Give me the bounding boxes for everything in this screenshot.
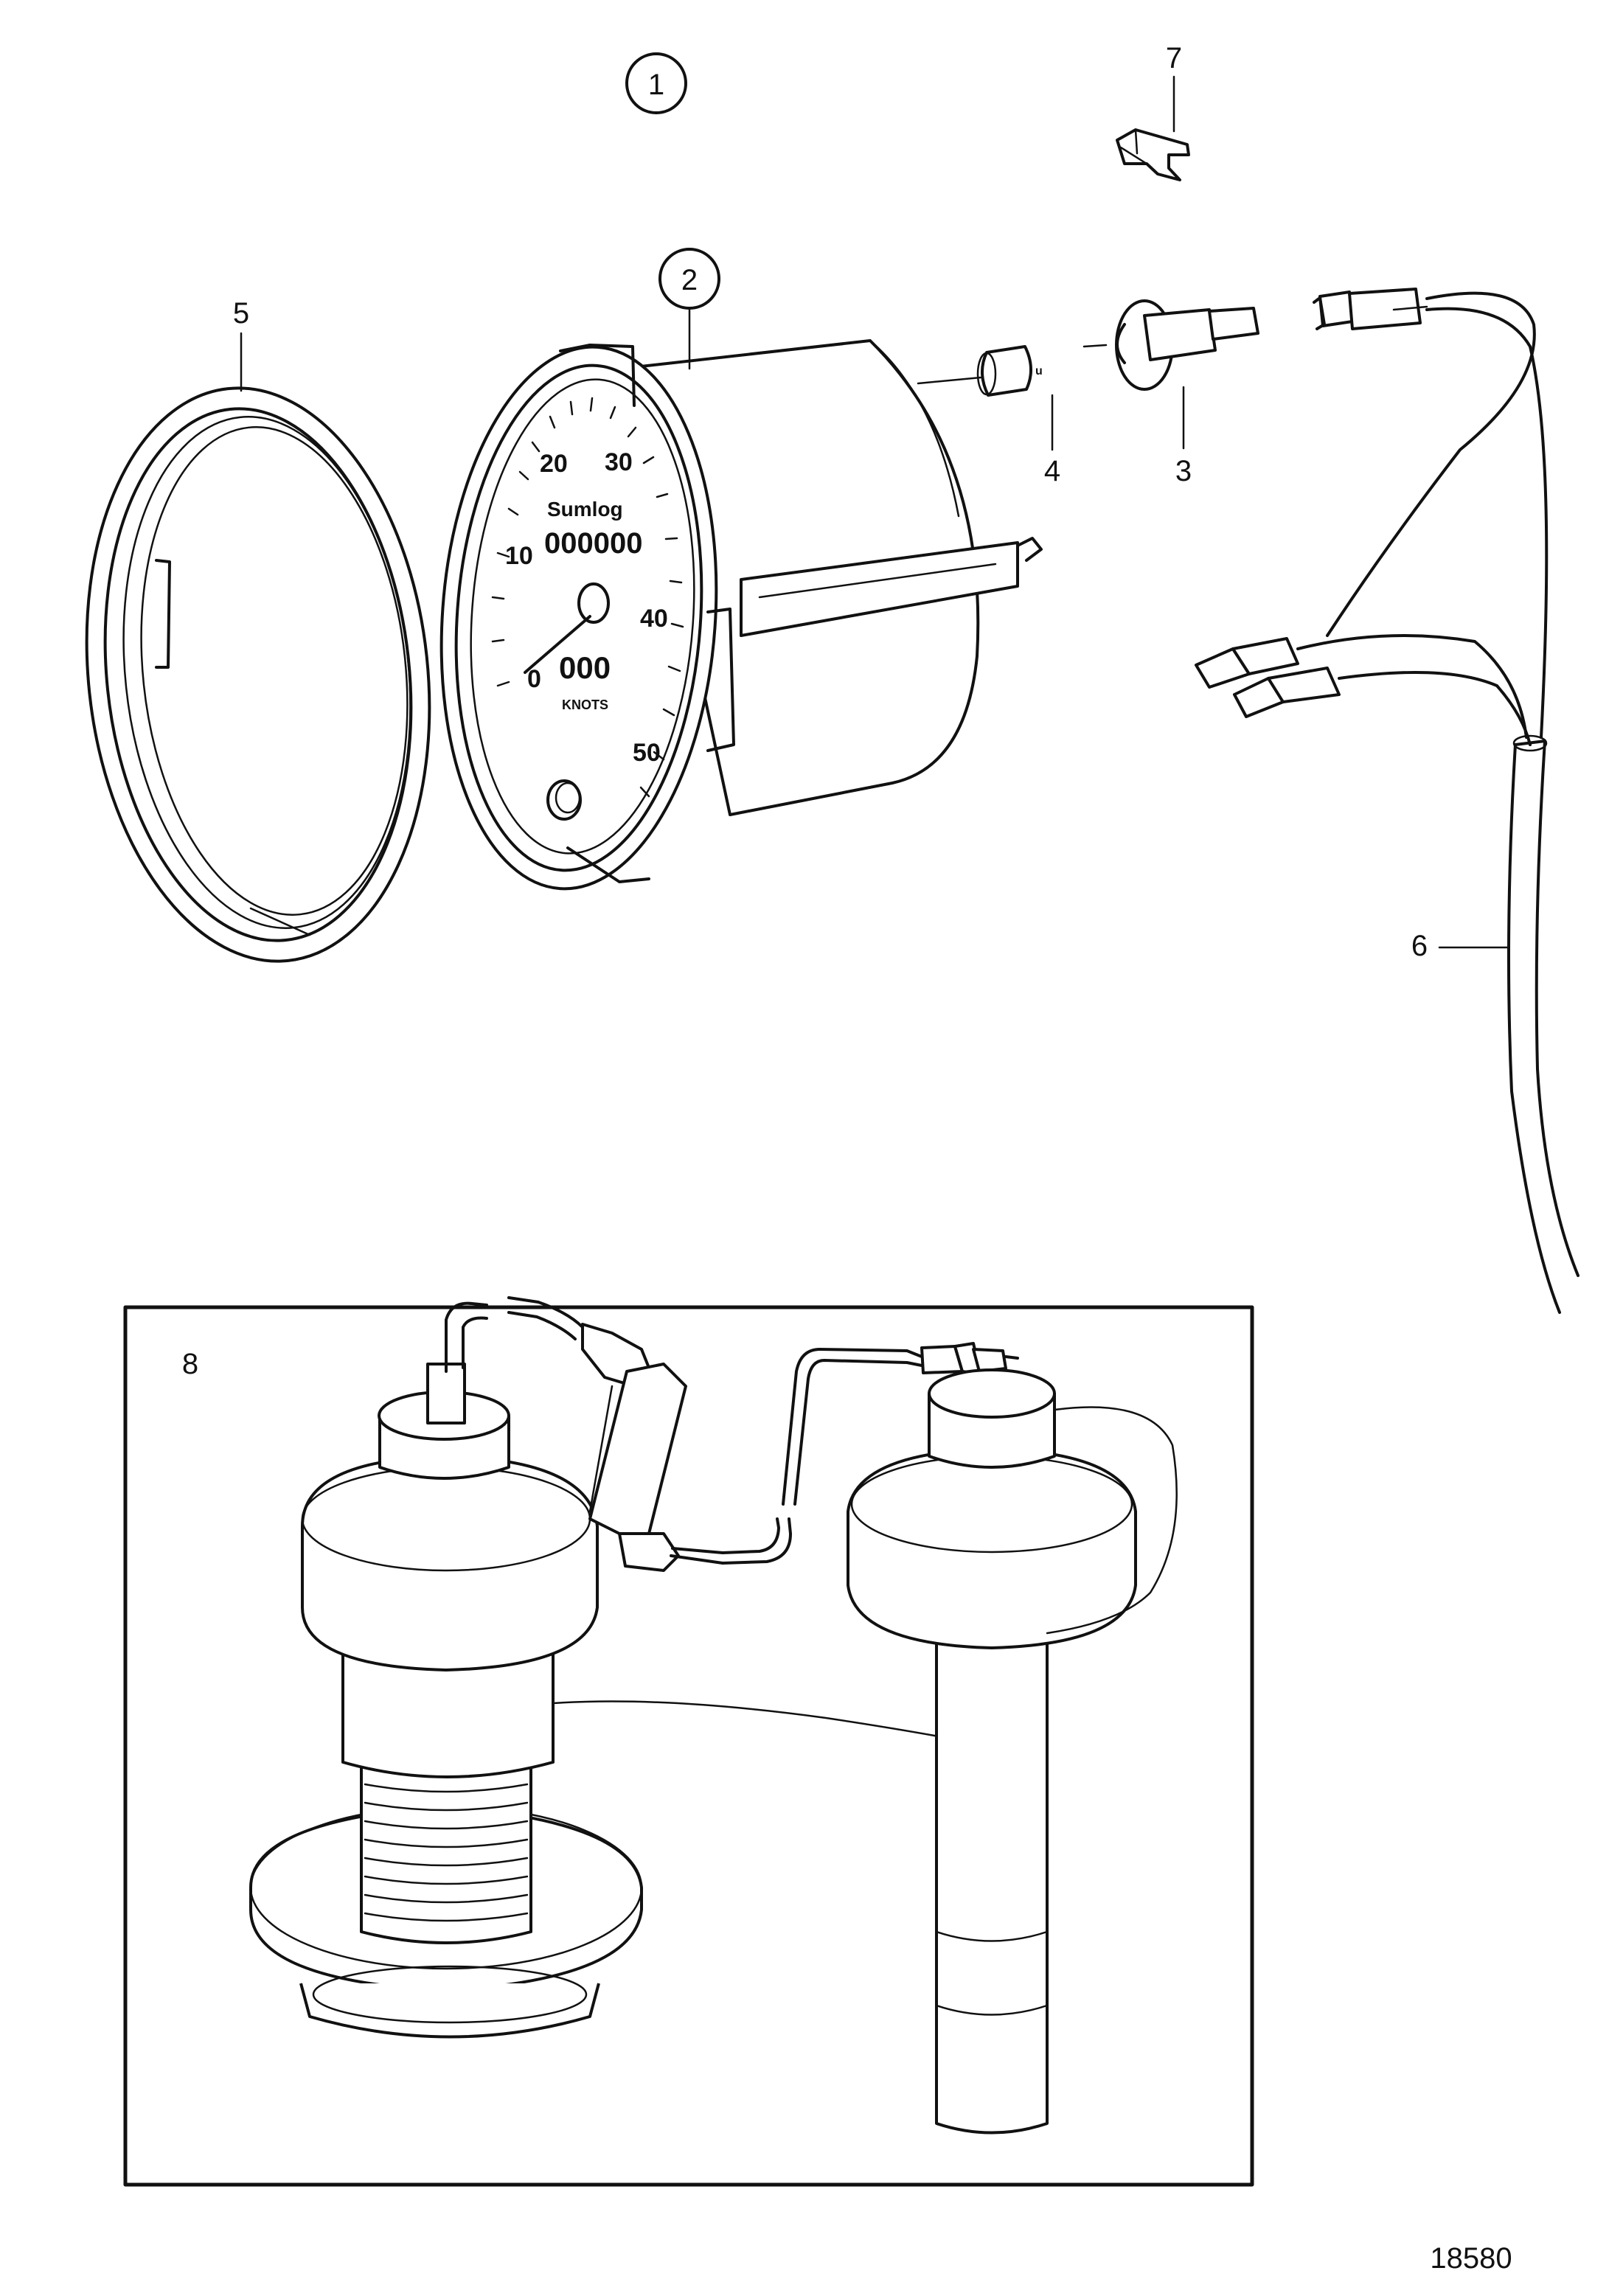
trip-display: 000 bbox=[559, 650, 611, 685]
bulb-part: u bbox=[976, 345, 1043, 397]
dial-number-40: 40 bbox=[640, 605, 668, 633]
bulb-holder-part bbox=[1082, 299, 1259, 391]
speed-log-transducer bbox=[847, 1368, 1178, 2135]
bulb-filament-mark: u bbox=[1035, 365, 1043, 378]
callout-4: 4 bbox=[1044, 394, 1060, 487]
callout-3-label: 3 bbox=[1175, 455, 1192, 487]
speedometer-gauge: 0 10 20 30 40 50 Sumlog 000000 000 KNOTS bbox=[439, 339, 1043, 891]
callout-7: 7 bbox=[1166, 42, 1182, 133]
callout-5-label: 5 bbox=[233, 297, 249, 330]
callout-6: 6 bbox=[1411, 930, 1509, 962]
dial-unit: KNOTS bbox=[562, 698, 608, 712]
callout-5: 5 bbox=[233, 297, 249, 392]
dial-number-0: 0 bbox=[527, 665, 541, 693]
bezel-ring bbox=[85, 386, 431, 963]
callout-1-label: 1 bbox=[648, 69, 664, 101]
dial-number-10: 10 bbox=[505, 542, 533, 570]
through-hull-transducer bbox=[249, 1301, 960, 2039]
dial-number-30: 30 bbox=[605, 448, 633, 476]
dial-number-50: 50 bbox=[633, 739, 661, 767]
callout-1: 1 bbox=[625, 52, 687, 114]
angled-connector bbox=[507, 1296, 792, 1572]
callout-6-label: 6 bbox=[1411, 930, 1428, 962]
thread-lines bbox=[364, 1783, 529, 1922]
transducer-inset: 8 bbox=[123, 1296, 1254, 2187]
dial-number-20: 20 bbox=[540, 450, 568, 478]
callout-4-label: 4 bbox=[1044, 455, 1060, 487]
callout-2: 2 bbox=[658, 248, 720, 370]
trip-reset-knob bbox=[546, 779, 582, 821]
callout-2-label: 2 bbox=[681, 264, 698, 296]
clip-part bbox=[1116, 128, 1190, 181]
dial-brand: Sumlog bbox=[547, 498, 623, 521]
drawing-number: 18580 bbox=[1430, 2242, 1512, 2275]
callout-3: 3 bbox=[1175, 386, 1192, 487]
callout-8-label: 8 bbox=[182, 1348, 198, 1380]
callout-7-label: 7 bbox=[1166, 42, 1182, 74]
dial-ticks bbox=[491, 397, 684, 798]
cable-harness bbox=[1195, 288, 1579, 1314]
odometer-display: 000000 bbox=[544, 527, 642, 560]
